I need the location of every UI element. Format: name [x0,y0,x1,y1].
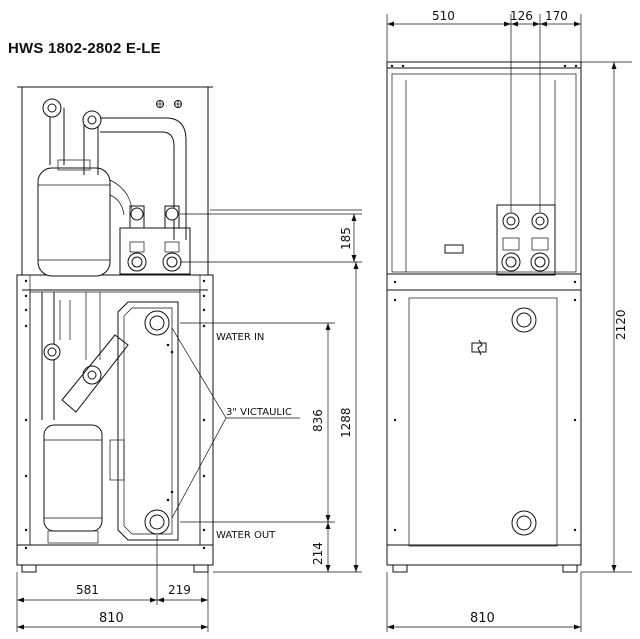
dim-185: 185 [339,227,353,250]
side-view [386,61,582,573]
drawing-title: HWS 1802-2802 E-LE [8,40,161,57]
electrical-warning-icon [471,339,487,356]
dim-219: 219 [168,583,191,597]
label-victaulic: 3" VICTAULIC [226,407,292,418]
dim-510: 510 [432,9,455,23]
dim-2120: 2120 [614,309,628,340]
front-top-connections [119,205,191,275]
connection-labels: WATER IN 3" VICTAULIC WATER OUT [171,327,300,541]
front-vertical-dimensions: 185 836 214 1288 [180,209,362,573]
dim-front-810: 810 [99,611,124,626]
dim-836: 836 [311,409,325,432]
dim-1288: 1288 [339,407,353,438]
dim-126: 126 [510,9,533,23]
front-upper-piping [42,98,187,240]
front-rail-holes [24,279,206,550]
front-heat-exchanger [109,301,179,541]
dim-side-810: 810 [470,611,495,626]
front-lower-piping [41,292,129,420]
side-rail-holes [390,64,578,532]
dim-581: 581 [76,583,99,597]
label-water-in: WATER IN [216,332,264,343]
dim-214: 214 [311,542,325,565]
dim-170: 170 [545,9,568,23]
front-receiver [43,424,103,544]
label-water-out: WATER OUT [216,530,276,541]
side-top-connections [496,204,556,276]
front-horizontal-dimensions: 581 219 810 [16,535,209,632]
front-view [16,86,214,573]
side-dimensions: 510 126 170 810 2120 [386,9,632,632]
side-water-connections [511,307,537,536]
front-compressor [37,159,111,277]
